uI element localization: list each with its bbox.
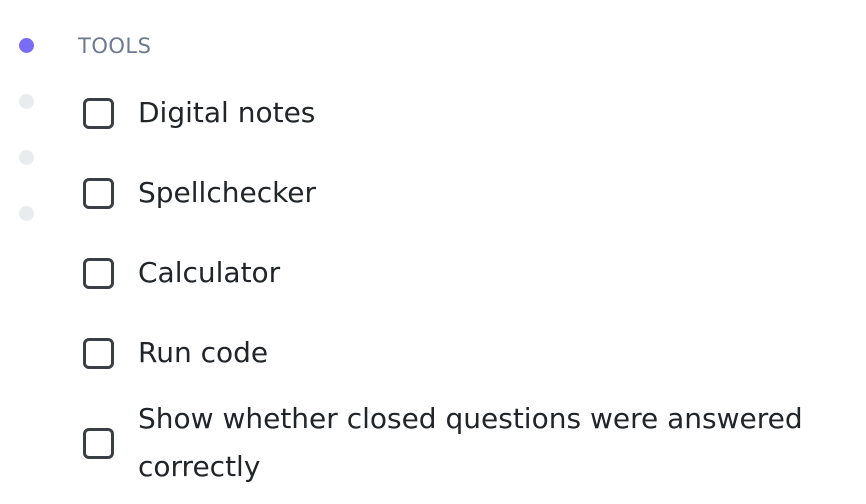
option-label: Show whether closed questions were answe… [138,402,803,483]
option-calculator[interactable]: Calculator [83,250,843,296]
option-spellchecker[interactable]: Spellchecker [83,170,843,216]
step-dot-active [19,38,34,53]
calculator-checkbox[interactable] [83,257,114,289]
option-run-code[interactable]: Run code [83,330,843,376]
option-label: Digital notes [138,96,316,129]
tools-options-list: Digital notes Spellchecker Calculator Ru… [83,90,843,488]
run-code-checkbox[interactable] [83,337,114,369]
section-title: TOOLS [78,34,152,58]
option-show-answer-correctness[interactable]: Show whether closed questions were answe… [83,398,843,488]
digital-notes-checkbox[interactable] [83,97,114,129]
step-indicator [0,0,60,504]
show-answer-correctness-checkbox[interactable] [83,427,114,459]
option-label: Run code [138,336,269,369]
step-dot [19,206,34,221]
step-dot [19,150,34,165]
spellchecker-checkbox[interactable] [83,177,114,209]
step-dot [19,94,34,109]
option-label: Spellchecker [138,176,317,209]
option-label: Calculator [138,256,281,289]
option-digital-notes[interactable]: Digital notes [83,90,843,136]
